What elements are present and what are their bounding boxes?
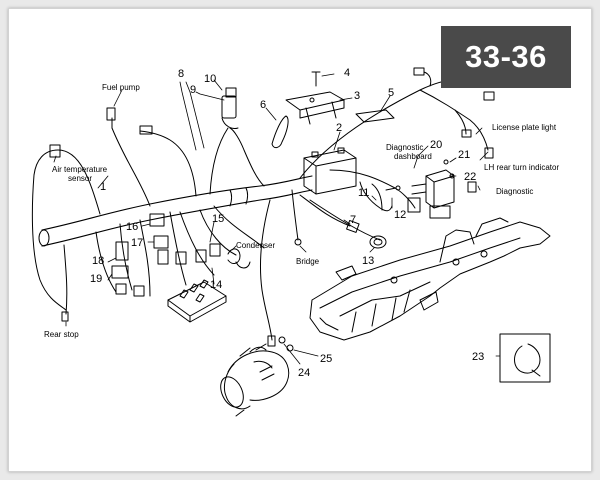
- label-fuel-pump: Fuel pump: [102, 83, 140, 92]
- callout-14: 14: [210, 279, 222, 291]
- callout-25: 25: [320, 353, 332, 365]
- label-condenser: Condenser: [236, 241, 275, 250]
- label-diag-dash-1: Diagnostic: [386, 143, 423, 152]
- callout-8: 8: [178, 68, 184, 80]
- starter-motor: [220, 343, 290, 417]
- nut: [278, 336, 286, 344]
- diagnostic-box: [407, 159, 477, 219]
- callout-3: 3: [354, 90, 360, 102]
- callout-4: 4: [344, 67, 350, 79]
- callout-20: 20: [430, 139, 442, 151]
- main-harness: [31, 67, 496, 347]
- callout-5: 5: [388, 87, 394, 99]
- ignition-switch: [369, 235, 387, 249]
- battery: [303, 147, 357, 195]
- label-air-temp-1: Air temperature: [52, 165, 108, 174]
- label-bridge: Bridge: [296, 257, 320, 266]
- bracket: [285, 71, 345, 125]
- callout-24: 24: [298, 367, 310, 379]
- label-diag-dash-2: dashboard: [394, 152, 432, 161]
- callout-13: 13: [362, 255, 374, 267]
- callout-11: 11: [358, 187, 369, 199]
- rear-frame: [309, 217, 551, 341]
- callout-9: 9: [190, 84, 196, 96]
- callout-16: 16: [126, 221, 138, 233]
- callout-2: 2: [336, 122, 342, 134]
- callout-23: 23: [472, 351, 484, 363]
- callout-15: 15: [212, 213, 224, 225]
- callout-18: 18: [92, 255, 104, 267]
- fuse-holder: [167, 279, 227, 323]
- callout-19: 19: [90, 273, 102, 285]
- label-lh-rear-turn: LH rear turn indicator: [484, 163, 559, 172]
- callout-17: 17: [131, 237, 143, 249]
- label-license-plate-light: License plate light: [492, 123, 557, 132]
- callout-12: 12: [394, 209, 406, 221]
- relay-connector: [221, 87, 239, 129]
- relay-group: [111, 213, 221, 297]
- component-labels: Fuel pump Air temperature sensor Rear st…: [44, 83, 559, 339]
- callout-1: 1: [100, 181, 106, 193]
- callout-numbers: 1 2 3 4 5 6 7 8 9 10 11 12 13 14 15 16 1…: [90, 67, 484, 379]
- label-diagnostic: Diagnostic: [496, 187, 533, 196]
- label-air-temp-2: sensor: [68, 174, 92, 183]
- pad: [355, 109, 395, 123]
- washer: [286, 344, 294, 352]
- cable-clip: [271, 115, 289, 149]
- callout-10: 10: [204, 73, 216, 85]
- callout-7: 7: [350, 214, 356, 226]
- diagram-number-badge: 33-36: [441, 26, 571, 88]
- sensor-lead: [371, 183, 401, 211]
- callout-21: 21: [458, 149, 470, 161]
- clamp-part-box: [499, 333, 551, 383]
- label-rear-stop: Rear stop: [44, 330, 79, 339]
- leader-lines: [53, 73, 501, 365]
- callout-6: 6: [260, 99, 266, 111]
- callout-22: 22: [464, 171, 476, 183]
